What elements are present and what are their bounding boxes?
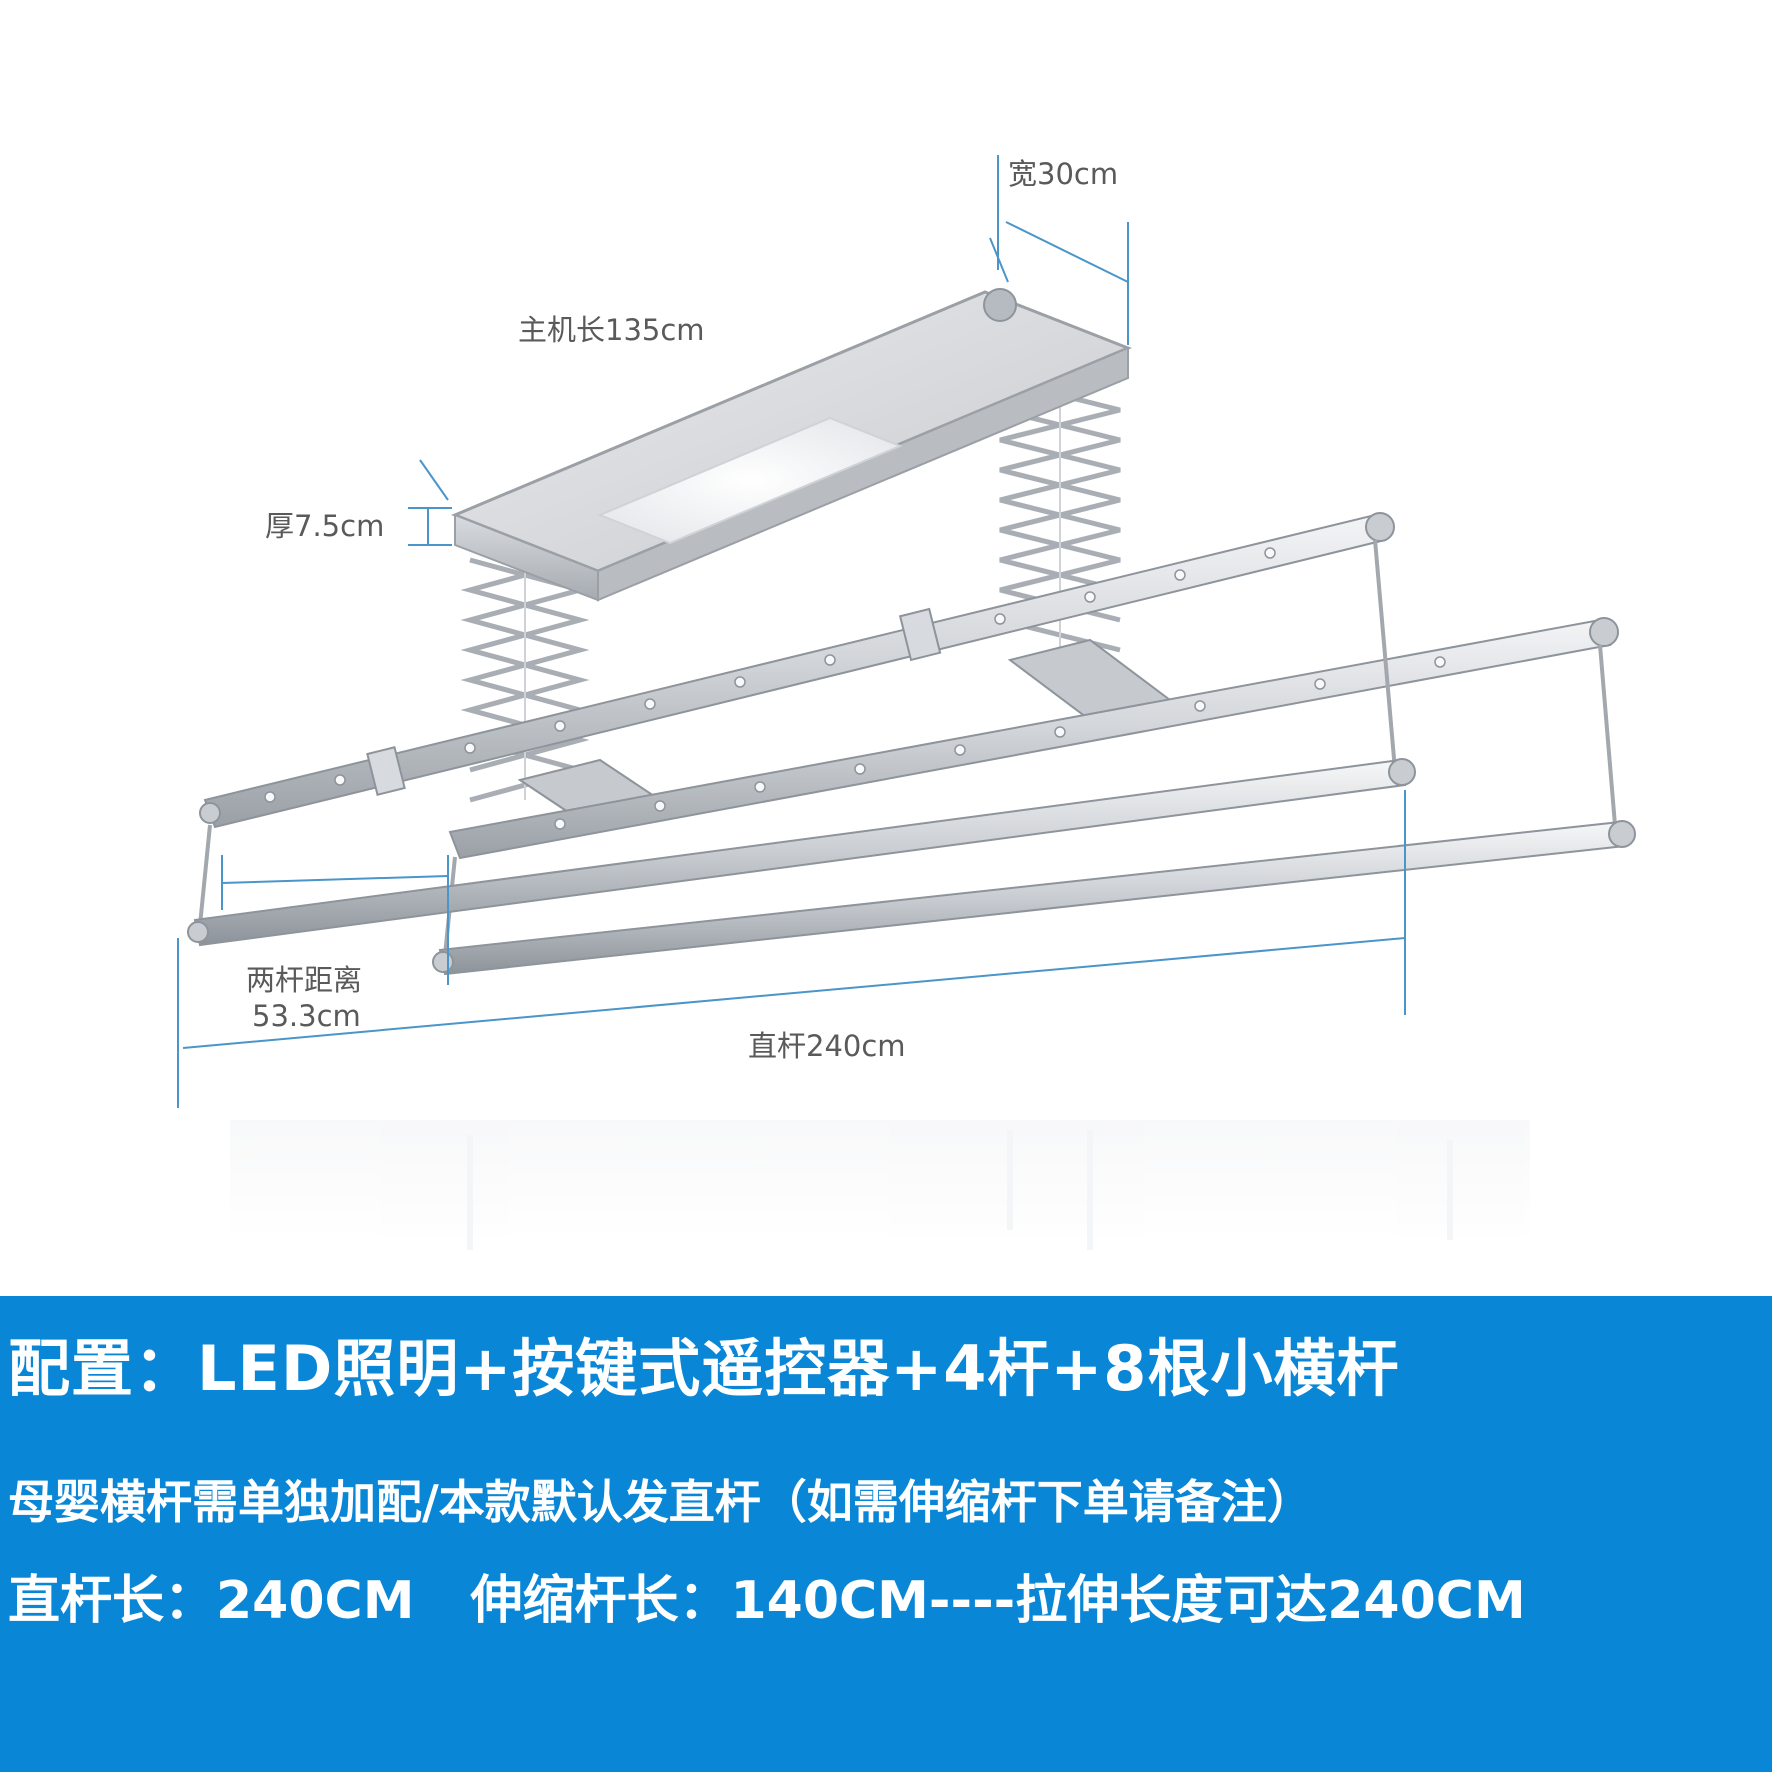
host-unit — [451, 288, 1132, 602]
rod-distance-value: 53.3cm — [252, 999, 361, 1033]
drying-rack-illustration — [177, 155, 1636, 1250]
host-length-label: 主机长135cm — [518, 313, 705, 347]
thickness-label: 厚7.5cm — [265, 509, 385, 543]
floor-reflection — [230, 1120, 1530, 1250]
width-label: 宽30cm — [1008, 157, 1119, 191]
length-line: 直杆长：240CM 伸缩杆长：140CM----拉伸长度可达240CM — [8, 1558, 1526, 1633]
rail-holes — [264, 547, 1446, 830]
straight-length-text: 直杆长：240CM — [8, 1571, 415, 1631]
hanging-rods — [187, 758, 1636, 976]
note-line: 母婴横杆需单独加配/本款默认发直杆（如需伸缩杆下单请备注） — [8, 1475, 1313, 1529]
telescopic-length-text: 伸缩杆长：140CM----拉伸长度可达240CM — [470, 1571, 1526, 1631]
straight-rod-label: 直杆240cm — [748, 1029, 906, 1063]
config-line: 配置：LED照明+按键式遥控器+4杆+8根小横杆 — [8, 1332, 1400, 1405]
spec-banner: 配置：LED照明+按键式遥控器+4杆+8根小横杆 母婴横杆需单独加配/本款默认发… — [0, 1296, 1772, 1772]
left-scissor-arm — [460, 557, 590, 803]
rod-distance-title: 两杆距离 — [246, 963, 363, 997]
dimension-lines — [177, 155, 1406, 1108]
